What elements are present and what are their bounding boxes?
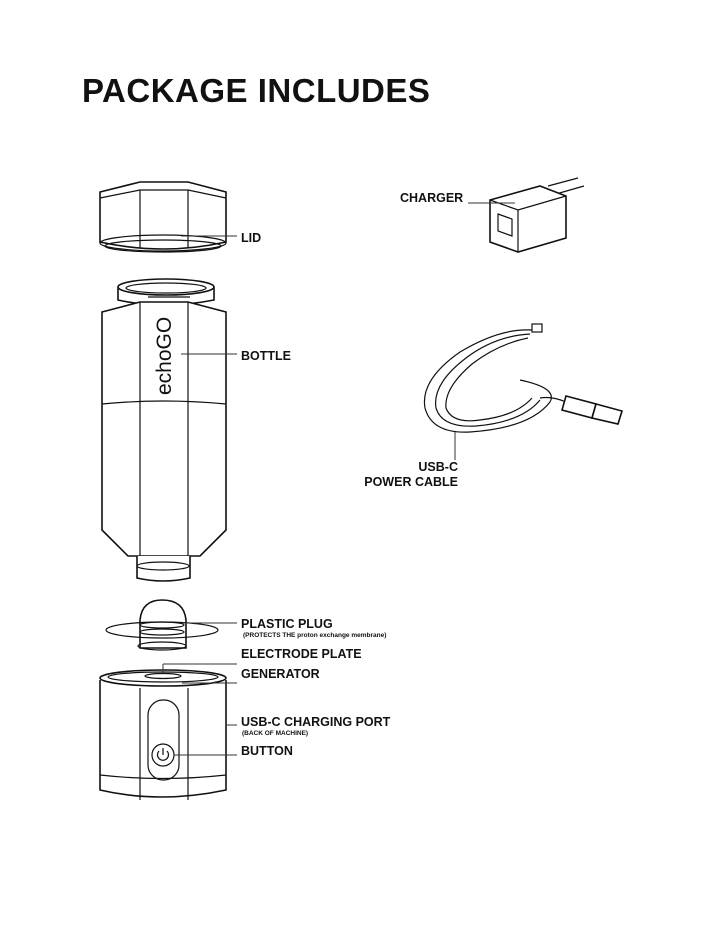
generator-illustration: [99, 669, 227, 800]
label-plastic-plug: PLASTIC PLUG: [241, 617, 333, 631]
label-button: BUTTON: [241, 744, 293, 758]
label-charging-port: USB-C CHARGING PORT: [241, 715, 391, 729]
label-cable-line2: POWER CABLE: [364, 475, 458, 489]
label-bottle: BOTTLE: [241, 349, 291, 363]
label-generator: GENERATOR: [241, 667, 320, 681]
bottle-illustration: echoGO: [101, 278, 227, 582]
label-charger: CHARGER: [400, 191, 463, 205]
usb-c-cable-illustration: [423, 323, 624, 433]
lid-illustration: [99, 181, 227, 253]
brand-logo: echoGO: [153, 317, 176, 395]
charger-illustration: [489, 177, 585, 253]
label-cable-line1: USB-C: [418, 460, 458, 474]
plastic-plug-illustration: [105, 599, 219, 651]
label-electrode-plate: ELECTRODE PLATE: [241, 647, 362, 661]
label-plastic-plug-note: (PROTECTS THE proton exchange membrane): [243, 632, 386, 639]
page-title: PACKAGE INCLUDES: [82, 72, 431, 109]
label-lid: LID: [241, 231, 261, 245]
label-charging-port-note: (BACK OF MACHINE): [242, 730, 308, 737]
leader-lines: [162, 202, 515, 756]
